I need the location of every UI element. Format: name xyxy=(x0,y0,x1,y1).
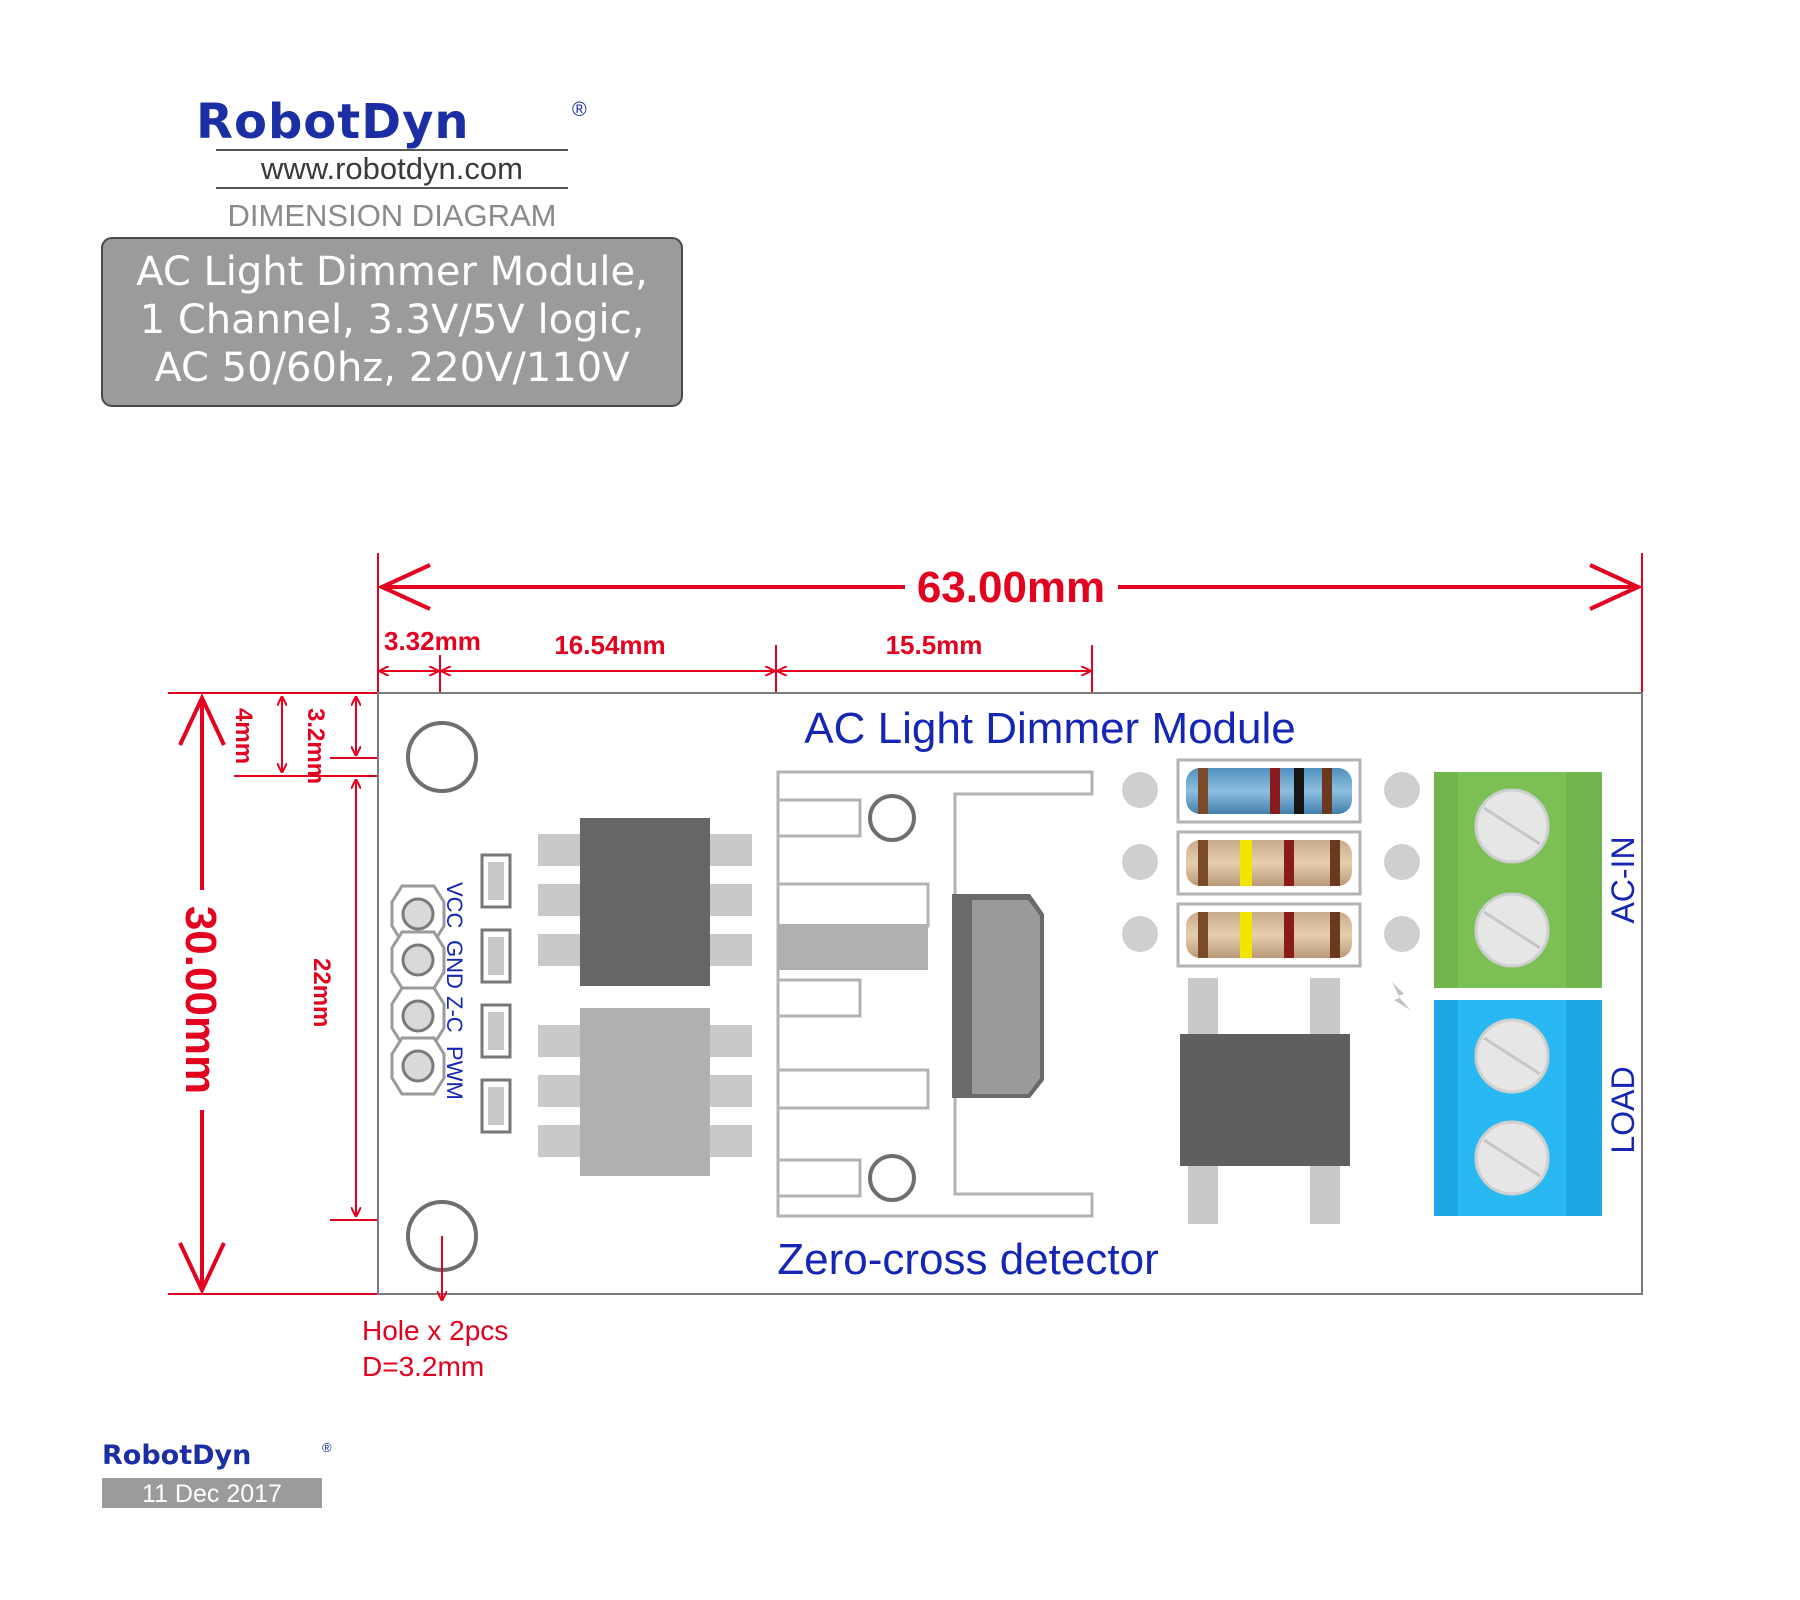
high-voltage-icon xyxy=(1392,982,1410,1010)
pin-label-gnd: GND xyxy=(442,940,467,989)
optocoupler-ic-top xyxy=(538,818,752,986)
product-line-3: AC 50/60hz, 220V/110V xyxy=(154,345,630,391)
pin-zc-pad xyxy=(390,986,446,1046)
pin-gnd-pad xyxy=(390,930,446,990)
terminal-block-load xyxy=(1434,1000,1602,1216)
hole-note-line-1: Hole x 2pcs xyxy=(362,1315,508,1346)
resistor-row-3 xyxy=(1122,902,1420,968)
footer-date-bar xyxy=(102,1478,322,1508)
pin-label-pwm: PWM xyxy=(442,1046,467,1100)
pin-vcc-pad xyxy=(390,884,446,944)
mounting-hole-top xyxy=(406,721,478,793)
segment-1-label: 16.54mm xyxy=(554,630,665,660)
terminal-label-ac-in: AC-IN xyxy=(1605,836,1641,923)
pin-label-zc: Z-C xyxy=(442,996,467,1033)
height-arrowhead-bottom xyxy=(178,1242,226,1295)
brand-logo: RobotDyn xyxy=(196,94,470,150)
board-bottom-title: Zero-cross detector xyxy=(777,1235,1158,1284)
pin-pwm-pad xyxy=(390,1036,446,1096)
doc-type: DIMENSION DIAGRAM xyxy=(228,198,557,233)
terminal-label-load: LOAD xyxy=(1605,1066,1641,1153)
terminal-block-ac-in xyxy=(1434,772,1602,988)
smd-resistors xyxy=(480,853,512,1134)
dimension-annotations: 63.00mm 3.32mm 16.54mm 15.5mm 30.00mm 4m… xyxy=(168,553,1643,1295)
segment-2-label: 15.5mm xyxy=(886,630,983,660)
width-arrowhead-left xyxy=(377,563,431,611)
triac-body xyxy=(952,894,1044,1098)
pin-label-vcc: VCC xyxy=(442,882,467,929)
hole-note: Hole x 2pcs D=3.2mm xyxy=(362,1236,508,1382)
optocoupler-ic-bottom xyxy=(538,1008,752,1176)
footer-brand-logo: RobotDyn xyxy=(102,1440,251,1471)
resistor-row-2 xyxy=(1122,830,1420,896)
product-line-2: 1 Channel, 3.3V/5V logic, xyxy=(140,297,645,343)
footer-registered-mark: ® xyxy=(322,1440,332,1455)
top-offset-label: 4mm xyxy=(230,708,257,764)
bridge-rectifier-ic xyxy=(1180,978,1350,1224)
header: RobotDyn ® www.robotdyn.com DIMENSION DI… xyxy=(101,94,683,407)
hole-offset-x-label: 3.32mm xyxy=(384,626,481,656)
pin-header: VCC GND Z-C PWM xyxy=(390,882,467,1100)
board-top-title: AC Light Dimmer Module xyxy=(804,704,1296,753)
triac-heatsink xyxy=(776,770,1094,1218)
footer: RobotDyn ® 11 Dec 2017 xyxy=(102,1440,332,1508)
pcb-board: AC Light Dimmer Module Zero-cross detect… xyxy=(377,692,1643,1295)
resistor-row-1 xyxy=(1122,758,1420,824)
hole-offset-y-label: 3.2mm xyxy=(302,708,329,784)
product-line-1: AC Light Dimmer Module, xyxy=(136,249,648,295)
height-arrowhead-top xyxy=(178,693,226,746)
hole-spacing-label: 22mm xyxy=(308,958,335,1027)
width-arrowhead-right xyxy=(1589,563,1643,611)
website-url: www.robotdyn.com xyxy=(260,151,523,186)
footer-date: 11 Dec 2017 xyxy=(142,1480,282,1508)
overall-width-label: 63.00mm xyxy=(917,563,1105,612)
hole-note-line-2: D=3.2mm xyxy=(362,1351,484,1382)
registered-mark: ® xyxy=(572,99,587,121)
product-title-box xyxy=(101,237,683,407)
overall-height-label: 30.00mm xyxy=(176,906,225,1094)
